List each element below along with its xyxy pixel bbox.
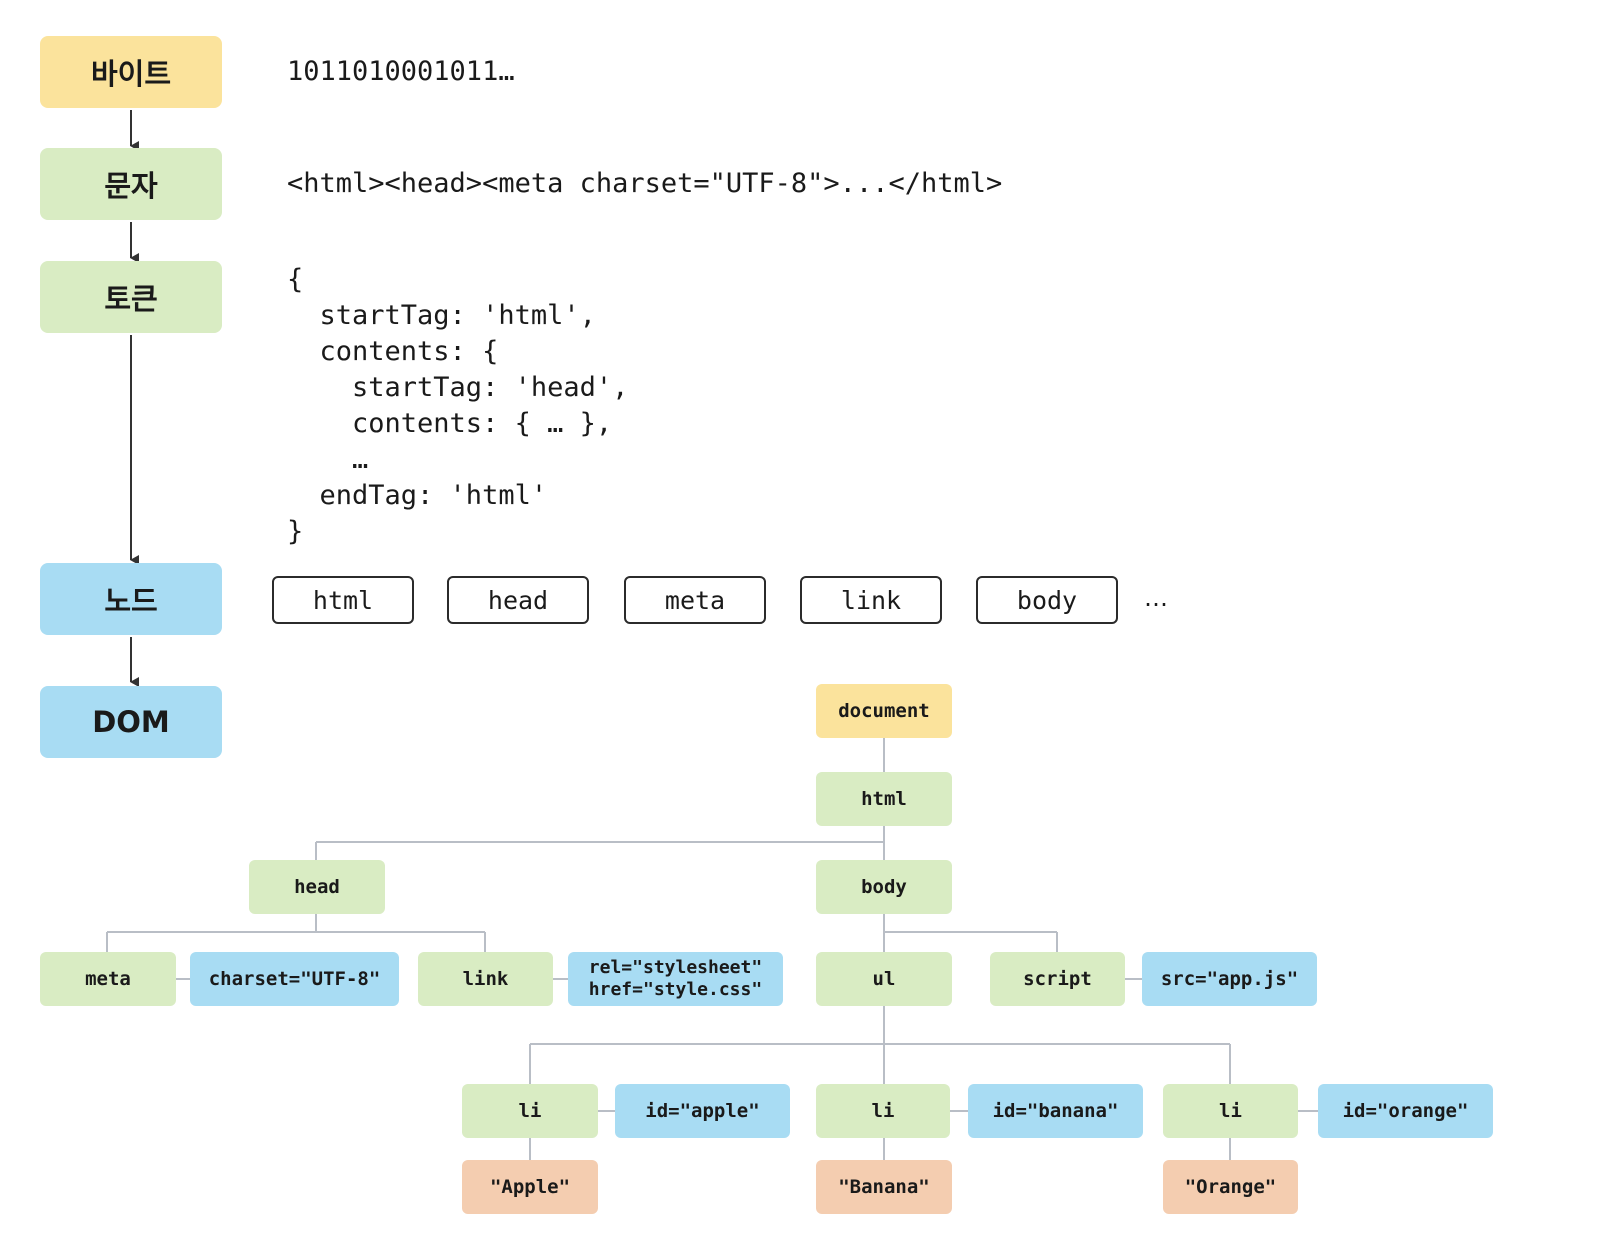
stage-chars: 문자 bbox=[40, 148, 222, 220]
tree-html: html bbox=[816, 772, 952, 826]
stage-dom: DOM bbox=[40, 686, 222, 758]
link-attr-rel: rel="stylesheet" bbox=[588, 957, 763, 978]
node-chip-body: body bbox=[976, 576, 1118, 624]
tree-text-orange: "Orange" bbox=[1163, 1160, 1298, 1214]
stage-nodes: 노드 bbox=[40, 563, 222, 635]
tree-head: head bbox=[249, 860, 385, 914]
node-chip-html: html bbox=[272, 576, 414, 624]
tree-text-apple: "Apple" bbox=[462, 1160, 598, 1214]
tree-attr-orange: id="orange" bbox=[1318, 1084, 1493, 1138]
tree-attr-banana: id="banana" bbox=[968, 1084, 1143, 1138]
stage-tokens: 토큰 bbox=[40, 261, 222, 333]
node-chip-link: link bbox=[800, 576, 942, 624]
node-chip-meta: meta bbox=[624, 576, 766, 624]
tree-link-attr: rel="stylesheet" href="style.css" bbox=[568, 952, 783, 1006]
tokens-sample: { startTag: 'html', contents: { startTag… bbox=[287, 264, 629, 547]
tree-meta-attr: charset="UTF-8" bbox=[190, 952, 399, 1006]
tree-li-orange: li bbox=[1163, 1084, 1298, 1138]
tree-attr-apple: id="apple" bbox=[615, 1084, 790, 1138]
link-attr-href: href="style.css" bbox=[588, 979, 763, 1000]
stage-bytes: 바이트 bbox=[40, 36, 222, 108]
tree-body: body bbox=[816, 860, 952, 914]
nodes-ellipsis: … bbox=[1144, 584, 1168, 612]
tree-script: script bbox=[990, 952, 1125, 1006]
tree-li-banana: li bbox=[816, 1084, 950, 1138]
node-chip-head: head bbox=[447, 576, 589, 624]
tree-connectors bbox=[106, 738, 1318, 1160]
tree-meta: meta bbox=[40, 952, 176, 1006]
chars-sample: <html><head><meta charset="UTF-8">...</h… bbox=[287, 168, 1003, 199]
bytes-sample: 1011010001011… bbox=[287, 56, 515, 87]
tree-ul: ul bbox=[816, 952, 952, 1006]
tree-document: document bbox=[816, 684, 952, 738]
tree-li-apple: li bbox=[462, 1084, 598, 1138]
tree-script-attr: src="app.js" bbox=[1142, 952, 1317, 1006]
tree-link: link bbox=[418, 952, 553, 1006]
tree-text-banana: "Banana" bbox=[816, 1160, 952, 1214]
